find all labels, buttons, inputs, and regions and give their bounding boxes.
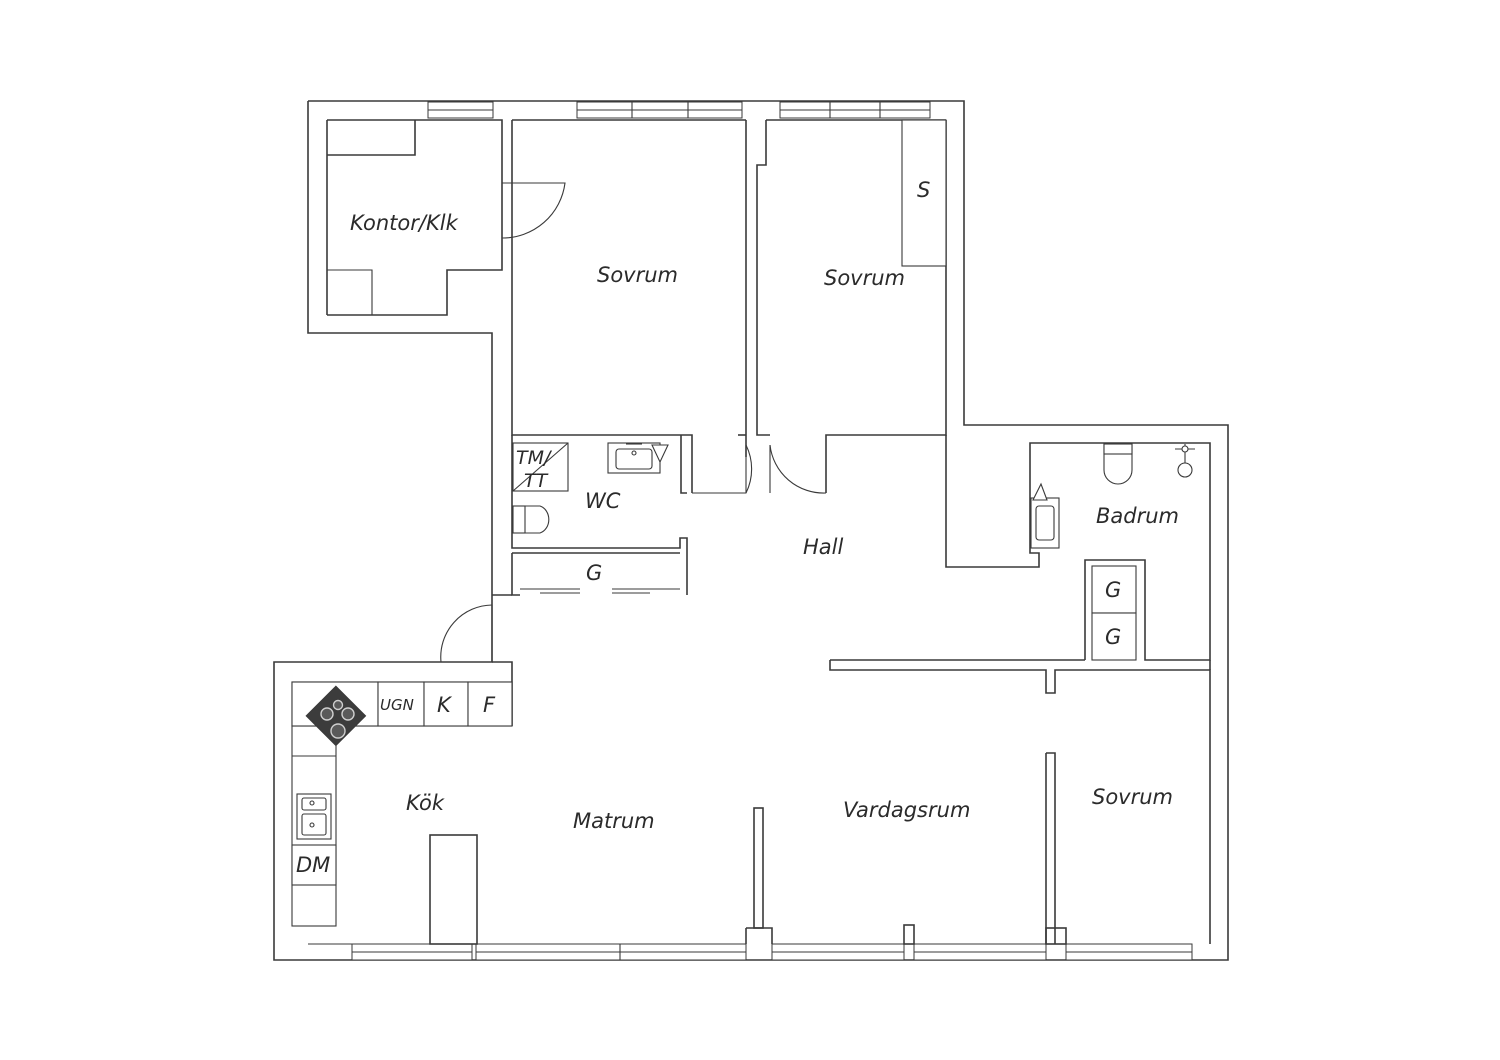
label-storage-s: S — [917, 178, 930, 202]
room-label-bathroom: Badrum — [1096, 504, 1179, 528]
bath-wardrobe-1 — [1091, 565, 1137, 614]
door-kitchen — [440, 604, 493, 663]
freezer — [467, 681, 513, 727]
label-freezer: F — [483, 693, 496, 717]
exterior-walls — [273, 100, 1229, 961]
room-label-kitchen: Kök — [406, 791, 445, 815]
fixtures — [291, 119, 1195, 927]
room-label-wc: WC — [585, 489, 621, 513]
door-bedroom-2 — [769, 444, 827, 494]
shower — [1175, 444, 1195, 478]
dishwasher — [291, 844, 337, 886]
room-label-office: Kontor/Klk — [350, 211, 459, 235]
label-fridge: K — [437, 693, 453, 717]
kitchen-sink-icon — [296, 793, 332, 840]
oven — [377, 681, 425, 727]
room-label-bedroom-1: Sovrum — [597, 263, 678, 287]
room-label-bedroom-2: Sovrum — [824, 266, 905, 290]
room-label-dining: Matrum — [573, 809, 655, 833]
bath-wardrobe-2 — [1091, 612, 1137, 661]
doors — [440, 182, 827, 663]
label-washer-dryer-2: TT — [524, 470, 549, 492]
label-dishwasher: DM — [296, 853, 330, 877]
door-bedroom-1 — [692, 444, 753, 494]
stove-icon — [305, 685, 367, 747]
fixture-labels: S TM/ TT G G G UGN K F DM — [296, 178, 1121, 877]
label-washer-dryer-1: TM/ — [516, 447, 553, 469]
storage-closet — [901, 119, 947, 267]
windows — [351, 101, 1193, 961]
room-labels: Kontor/Klk Sovrum Sovrum WC Hall Badrum … — [350, 211, 1179, 833]
room-label-bedroom-3: Sovrum — [1092, 785, 1173, 809]
label-bath-wardrobe-1: G — [1105, 578, 1121, 602]
room-label-hall: Hall — [803, 535, 843, 559]
label-bath-wardrobe-2: G — [1105, 625, 1121, 649]
room-label-living: Vardagsrum — [843, 798, 970, 822]
label-hall-wardrobe: G — [586, 561, 602, 585]
interior-walls — [308, 119, 1211, 945]
door-office — [501, 182, 566, 239]
label-oven: UGN — [380, 696, 414, 714]
